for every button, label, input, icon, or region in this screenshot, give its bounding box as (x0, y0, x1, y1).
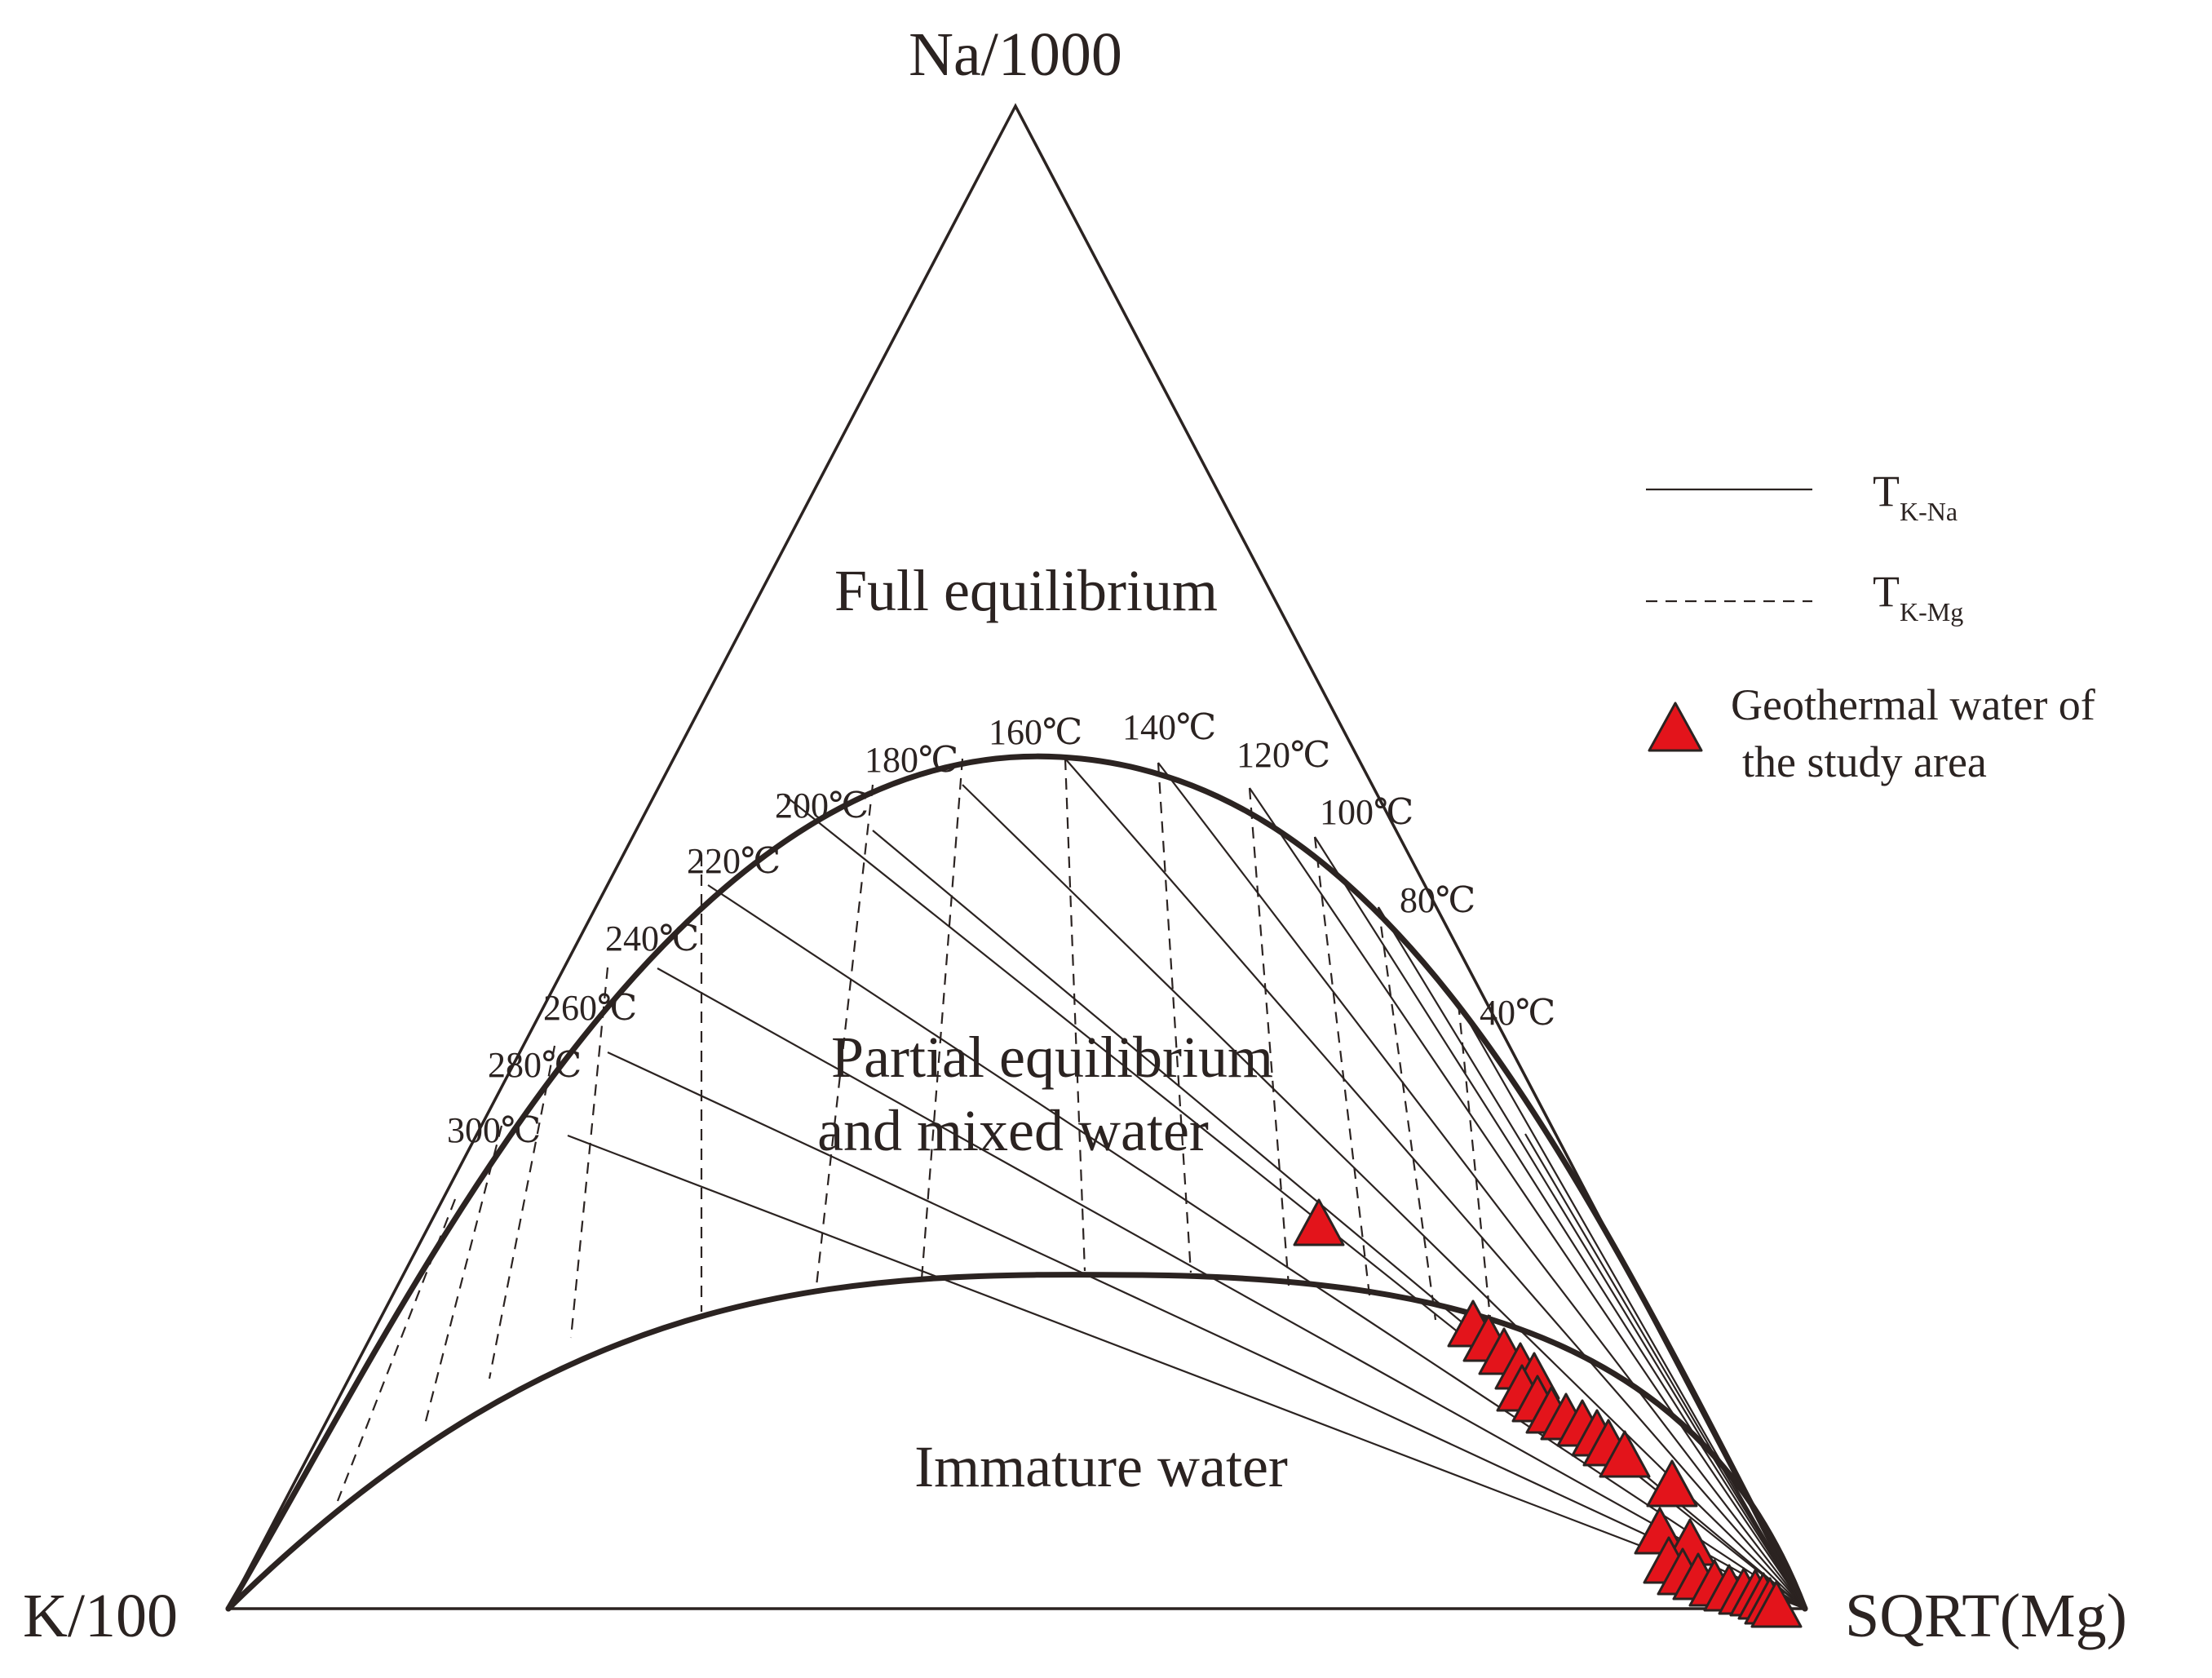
tkmg-isotherm-line (569, 967, 609, 1339)
temperature-labels: 300℃ 280℃ 260℃ 240℃ 220℃ 200℃ 180℃ 160℃ … (447, 707, 1555, 1150)
legend-samples-line2: the study area (1742, 737, 1987, 786)
legend-tkna-label: TK-Na (1873, 467, 1958, 526)
tkna-isotherm-line (962, 784, 1806, 1609)
tkna-isotherm-line (1064, 758, 1806, 1609)
ternary-triangle (226, 103, 1807, 1610)
temp-label-300: 300℃ (447, 1110, 541, 1150)
immature-water-curve (225, 1272, 1808, 1612)
tkna-isotherm-line (657, 967, 1806, 1609)
tkmg-isotherm-line (1377, 906, 1437, 1321)
legend-samples-line1: Geothermal water of (1731, 680, 2095, 729)
sample-marker (1646, 1459, 1698, 1508)
tkmg-isotherm-line (1457, 1003, 1494, 1343)
tkna-isotherm-line (1157, 762, 1806, 1609)
geothermal-water-samples (1293, 1198, 1803, 1628)
vertex-label-mg: SQRT(Mg) (1845, 1582, 2127, 1650)
temp-label-100: 100℃ (1320, 792, 1413, 832)
tkmg-isotherm-line (814, 784, 874, 1294)
tkna-isotherm-line (1378, 906, 1806, 1609)
tkmg-isotherm-line (1064, 758, 1086, 1272)
legend-tkmg-sub: K-Mg (1900, 597, 1963, 626)
region-label-partial-line1: Partial equilibrium (831, 1025, 1273, 1090)
sample-marker (1599, 1430, 1651, 1478)
legend-tkmg-main: T (1873, 567, 1900, 616)
full-equilibrium-curve (225, 753, 1808, 1612)
temp-label-240: 240℃ (605, 919, 699, 959)
temp-label-280: 280℃ (488, 1045, 582, 1085)
legend-tkna-sub: K-Na (1900, 497, 1958, 526)
tkna-isotherm-line (607, 1052, 1806, 1609)
tkna-isotherm-line (1314, 836, 1806, 1609)
vertex-label-na: Na/1000 (909, 20, 1122, 89)
temp-label-40: 40℃ (1480, 993, 1555, 1033)
tkmg-isotherm-line (422, 1125, 503, 1428)
vertex-label-k: K/100 (23, 1582, 178, 1650)
temp-label-80: 80℃ (1400, 880, 1475, 920)
tkna-isotherm-line (872, 830, 1806, 1609)
temp-label-140: 140℃ (1122, 707, 1216, 747)
tkmg-isotherm-line (336, 1198, 457, 1502)
legend-tkmg-label: TK-Mg (1873, 567, 1963, 626)
tkna-isotherm-line (1524, 1133, 1806, 1609)
legend-tkna-main: T (1873, 467, 1900, 516)
region-label-full-equilibrium: Full equilibrium (834, 558, 1218, 623)
tkmg-isotherm-line (488, 1045, 556, 1379)
region-label-immature-water: Immature water (914, 1434, 1288, 1499)
tkna-isotherm-line (1249, 787, 1806, 1609)
temp-label-180: 180℃ (865, 740, 958, 780)
region-label-partial-line2: and mixed water (817, 1098, 1209, 1163)
sample-marker (1293, 1198, 1345, 1246)
tkna-isotherm-line (1458, 1003, 1806, 1609)
tkna-isotherm-line (707, 884, 1806, 1609)
tkmg-isotherm-line (920, 758, 964, 1280)
sample-marker (1750, 1580, 1803, 1628)
tkmg-isotherms (336, 758, 1494, 1502)
temp-label-220: 220℃ (687, 841, 781, 881)
tkna-isotherm-line (567, 1134, 1806, 1610)
temp-label-200: 200℃ (775, 786, 869, 826)
legend-sample-marker (1648, 702, 1703, 752)
temp-label-260: 260℃ (543, 988, 637, 1028)
tkmg-isotherm-line (1248, 787, 1290, 1286)
tkmg-isotherm-line (1157, 762, 1192, 1273)
temp-label-120: 120℃ (1237, 735, 1330, 775)
legend: TK-Na TK-Mg Geothermal water of the stud… (1646, 467, 2095, 786)
temp-label-160: 160℃ (989, 712, 1082, 752)
